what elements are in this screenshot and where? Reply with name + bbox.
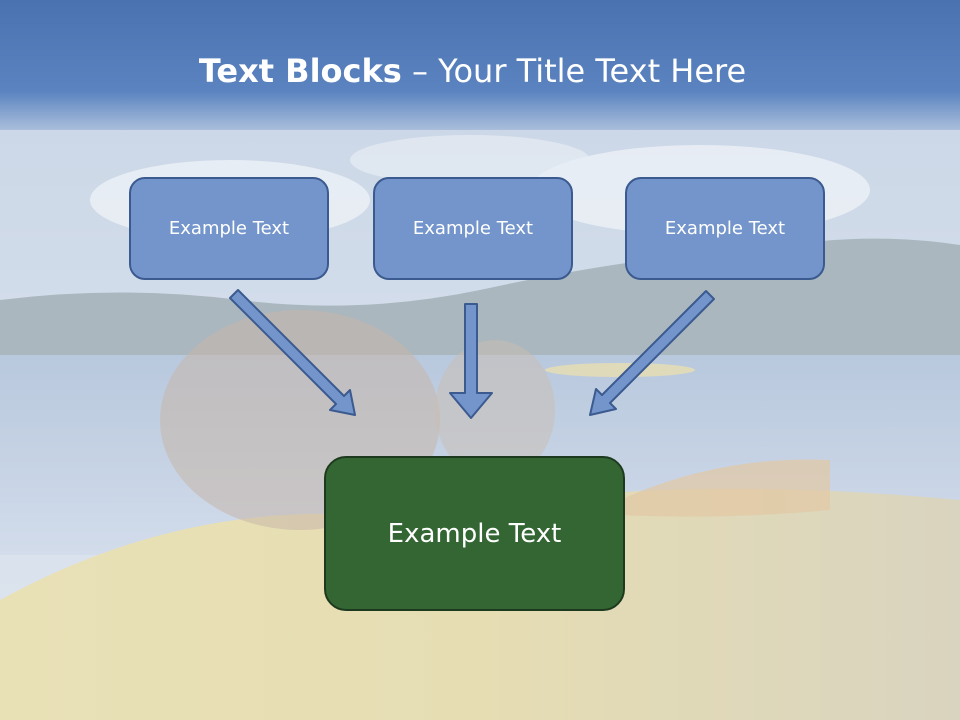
arrow-right-to-center — [589, 290, 715, 416]
text-block-1-label: Example Text — [168, 218, 290, 239]
text-block-2-label: Example Text — [412, 218, 534, 239]
target-text-block[interactable]: Example Text — [324, 456, 625, 611]
text-block-2[interactable]: Example Text — [373, 177, 573, 280]
text-block-3-label: Example Text — [664, 218, 786, 239]
arrow-middle-to-center — [449, 303, 493, 419]
title-bold: Text Blocks — [198, 52, 402, 90]
title-rest: – Your Title Text Here — [401, 52, 747, 90]
slide-title: Text Blocks – Your Title Text Here — [0, 52, 945, 90]
arrow-left-to-center — [229, 289, 356, 416]
text-block-3[interactable]: Example Text — [625, 177, 825, 280]
target-text-block-label: Example Text — [387, 518, 562, 549]
text-block-1[interactable]: Example Text — [129, 177, 329, 280]
